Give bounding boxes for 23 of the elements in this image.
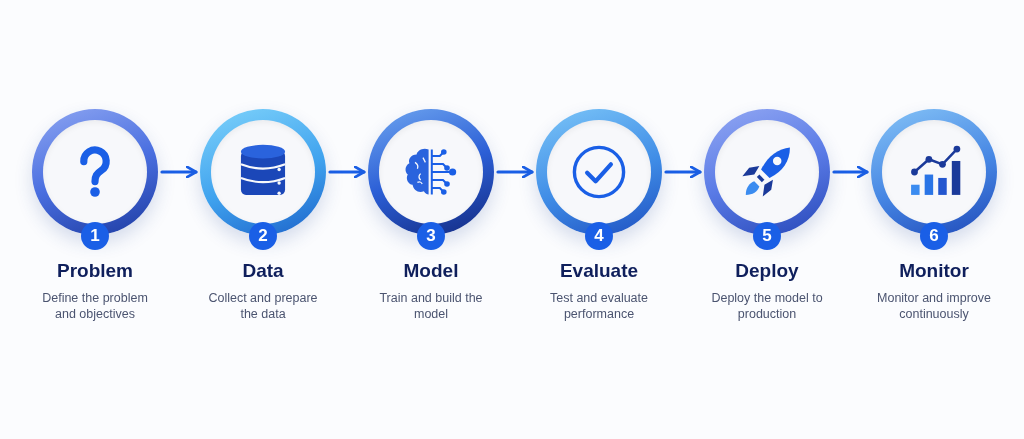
step-number: 1 bbox=[81, 222, 109, 250]
step-number: 2 bbox=[249, 222, 277, 250]
step-title: Deploy bbox=[734, 260, 800, 282]
arrow bbox=[496, 165, 534, 179]
step-description: Train and build the model bbox=[378, 290, 484, 322]
step-number: 3 bbox=[417, 222, 445, 250]
step-description: Deploy the model to production bbox=[710, 290, 824, 322]
step-title: Evaluate bbox=[558, 260, 640, 282]
step-description: Collect and prepare the data bbox=[207, 290, 319, 322]
step-title: Data bbox=[241, 260, 285, 282]
arrow bbox=[160, 165, 198, 179]
step-description: Monitor and improve continuously bbox=[876, 290, 992, 322]
step-number: 6 bbox=[920, 222, 948, 250]
step-number: 5 bbox=[753, 222, 781, 250]
arrow bbox=[328, 165, 366, 179]
step-description: Test and evaluate performance bbox=[549, 290, 649, 322]
arrow bbox=[832, 165, 869, 179]
step-description: Define the problem and objectives bbox=[41, 290, 149, 322]
arrow bbox=[664, 165, 702, 179]
step-title: Model bbox=[402, 260, 460, 282]
step-title: Monitor bbox=[898, 260, 970, 282]
step-title: Problem bbox=[56, 260, 134, 282]
step-number: 4 bbox=[585, 222, 613, 250]
